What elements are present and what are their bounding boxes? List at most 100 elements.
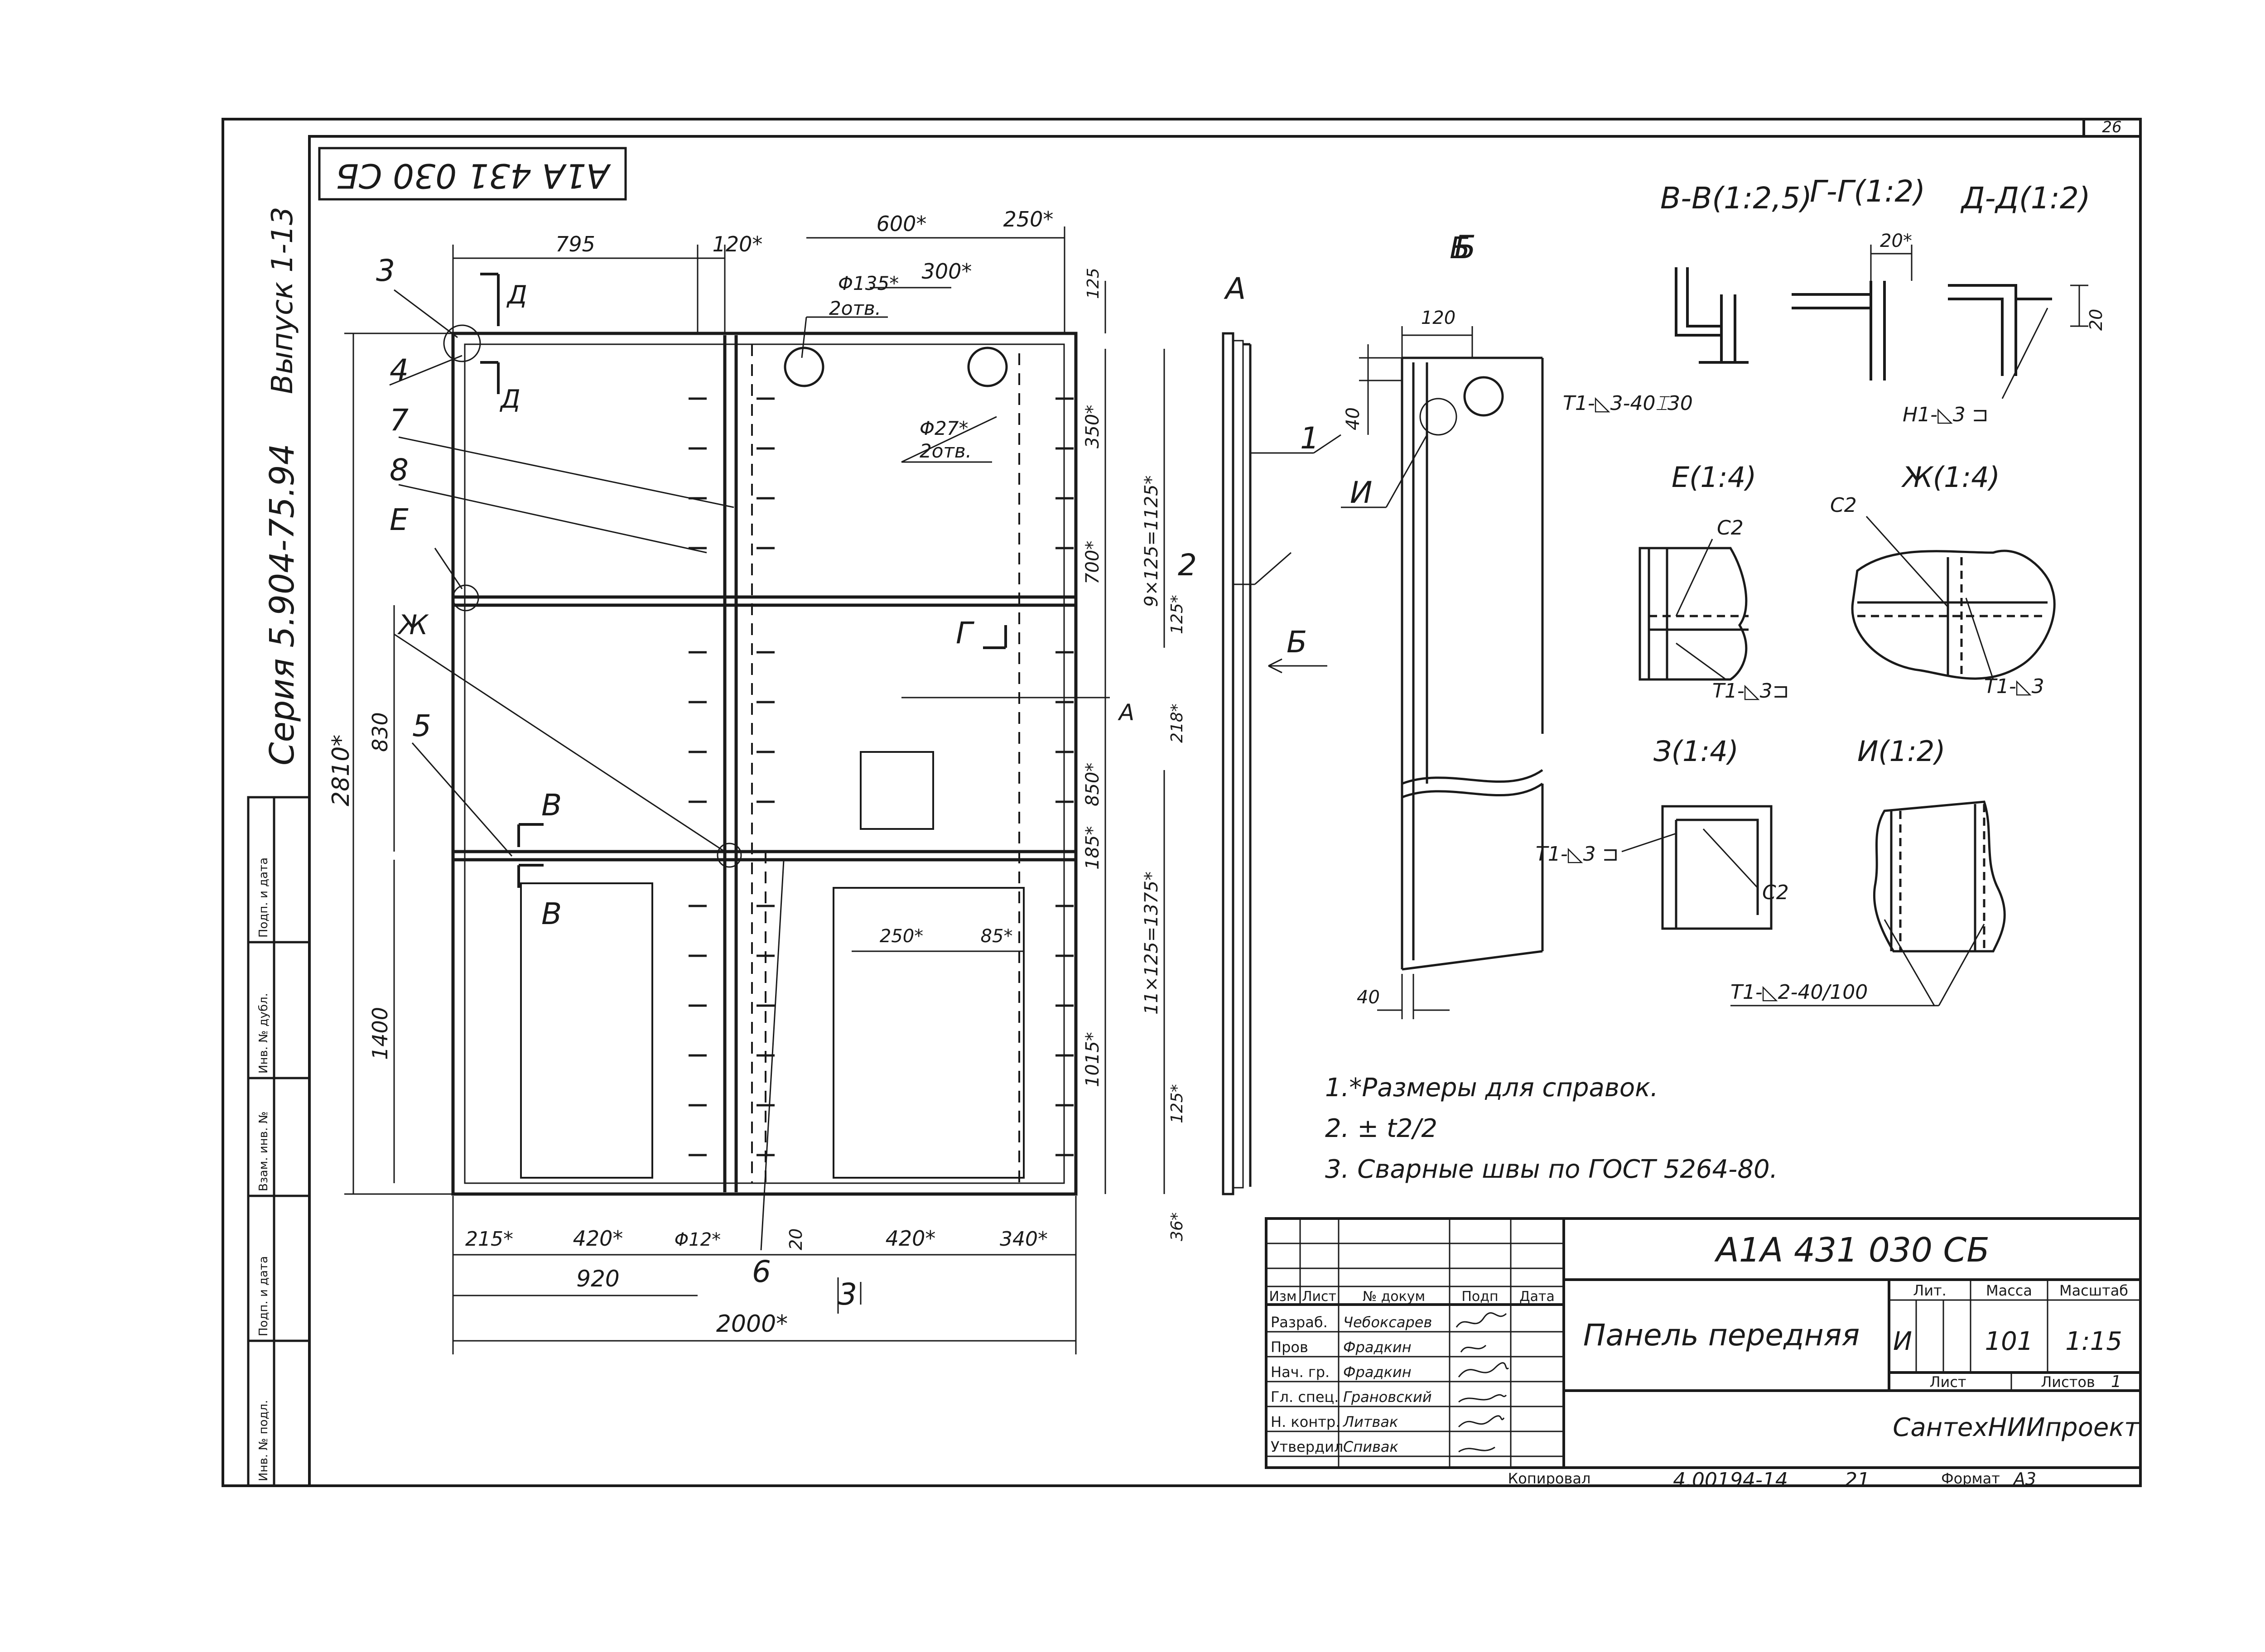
dim-36: 36* [1168, 1212, 1186, 1241]
dim-11x125: 11×125=1375* [1141, 872, 1162, 1015]
tb-format-label: Формат [1941, 1470, 2000, 1487]
callout-6: 6 [752, 1254, 771, 1289]
front-view: 795 120* 600* 250* 300* Φ135* 2отв. Φ27*… [328, 207, 1246, 1354]
dim-1400: 1400 [368, 1007, 392, 1060]
tb-role-1: Разраб. [1271, 1314, 1328, 1331]
weld-label-zh: Т1-◺3 [1984, 675, 2044, 698]
tb-sheets-label: Листов [2041, 1373, 2095, 1391]
tb-role-2: Пров [1271, 1339, 1308, 1356]
callout-G: Г [956, 616, 975, 650]
dim-700: 700* [1082, 541, 1103, 584]
tb-copied-label: Копировал [1508, 1470, 1591, 1487]
title-block-title: Панель передняя [1583, 1318, 1860, 1353]
inner-panels [520, 751, 1025, 1179]
side-view-callout-2: 2 [1178, 548, 1197, 583]
view-b-title: Б [1454, 229, 1476, 266]
callout-8: 8 [390, 453, 409, 487]
dim-420-b: 420* [886, 1226, 936, 1251]
stamp-cell-5: Инв. № подл. [257, 1400, 270, 1481]
note-2: 2. ± t2/2 [1325, 1114, 1437, 1143]
dim-20: 20 [786, 1228, 806, 1250]
dim-9x125: 9×125=1125* [1141, 475, 1162, 607]
weld-label-zh-c2: С2 [1830, 494, 1857, 517]
dim-215: 215* [465, 1228, 513, 1251]
side-stamp: Подп. и дата Инв. № дубл. Взам. инв. № П… [247, 796, 311, 1487]
tb-sheet-label: Лист [1929, 1373, 1966, 1391]
callout-5: 5 [412, 708, 431, 743]
stamp-cell-3: Взам. инв. № [257, 1111, 270, 1191]
dim-hole-135: Φ135* [838, 272, 899, 294]
callout-3-bottom: 3 [838, 1277, 857, 1312]
callout-V-2: В [541, 896, 562, 931]
tb-scale-value: 1:15 [2065, 1327, 2122, 1356]
dim-125-c: 125* [1168, 1084, 1186, 1123]
tb-role-4: Гл. спец. [1271, 1388, 1339, 1406]
tb-name-6: Спивак [1343, 1438, 1399, 1455]
tb-name-3: Фрадкин [1343, 1363, 1412, 1381]
side-view-callout-1: 1 [1300, 421, 1319, 456]
dim-185: 185* [1082, 826, 1103, 870]
weld-label-dd-dim: 20 [2086, 309, 2106, 331]
section-details: В-В(1:2,5) Г-Г(1:2) Д-Д(1:2) Т1-◺3-40⌶30… [1536, 174, 2106, 1007]
dim-300: 300* [922, 259, 972, 284]
dim-250-inner: 250* [880, 926, 923, 947]
notes: 1.*Размеры для справок. 2. ± t2/2 3. Сва… [1325, 1073, 1778, 1184]
callout-D-1: Д [506, 280, 527, 310]
dim-2000: 2000* [716, 1310, 788, 1338]
dim-125-a: 125 [1084, 268, 1103, 299]
note-1: 1.*Размеры для справок. [1325, 1073, 1658, 1103]
view-b-dim-120: 120 [1421, 308, 1455, 328]
rotated-drawing-code: А1А 431 030 СБ [336, 156, 611, 195]
section-title-gg: Г-Г(1:2) [1810, 174, 1925, 209]
callout-3: 3 [376, 253, 395, 288]
section-title-i: И(1:2) [1857, 735, 1946, 768]
dim-830: 830 [368, 712, 392, 752]
callout-D-2: Д [499, 385, 520, 414]
callout-V-1: В [541, 788, 562, 823]
view-b-callout-I: И [1350, 475, 1372, 510]
dim-hole-27-count: 2отв. [920, 440, 972, 462]
view-b: Б 120 40 40 И [1341, 229, 1544, 1019]
dim-340: 340* [1000, 1228, 1048, 1251]
tb-copied-extra: 21 [1845, 1469, 1870, 1492]
title-block: А1А 431 030 СБ Панель передняя Изм Лист … [1265, 1217, 2142, 1492]
dim-hole-135-count: 2отв. [829, 297, 881, 319]
leader-lines [389, 289, 997, 1314]
weld-label-i: Т1-◺2-40/100 [1730, 981, 1868, 1004]
dim-hole-27: Φ27* [920, 417, 969, 439]
tb-role-6: Утвердил [1271, 1438, 1343, 1455]
hole-circles [443, 324, 1008, 868]
weld-label-z-c2: С2 [1762, 881, 1789, 904]
callout-A-2: А [1118, 699, 1134, 726]
dim-600: 600* [877, 212, 927, 236]
view-b-dim-40-top: 40 [1343, 407, 1364, 430]
dim-125-b: 125* [1168, 595, 1186, 634]
note-3: 3. Сварные швы по ГОСТ 5264-80. [1325, 1155, 1778, 1184]
dim-218: 218* [1168, 703, 1186, 743]
tb-name-2: Фрадкин [1343, 1339, 1412, 1356]
view-b-dim-40-bottom: 40 [1357, 987, 1380, 1008]
weld-label-dd: Н1-◺3 ⊐ [1903, 403, 1989, 426]
weld-label-e: Т1-◺3⊐ [1712, 679, 1789, 703]
series-text: Серия 5.904-75.94 [263, 443, 302, 766]
dim-85: 85* [981, 926, 1013, 947]
section-title-e: Е(1:4) [1672, 461, 1756, 494]
section-title-vv: В-В(1:2,5) [1660, 181, 1812, 216]
dimension-lines [344, 226, 1165, 1354]
tb-sheets-value: 1 [2111, 1373, 2121, 1391]
section-title-z: З(1:4) [1653, 735, 1739, 768]
side-view-arrow-label: Б [1287, 625, 1307, 660]
tb-scale-label: Масштаб [2059, 1282, 2128, 1299]
stamp-cell-1: Подп. и дата [257, 857, 270, 938]
dim-hole-12: Φ12* [675, 1229, 721, 1250]
tb-format-value: А3 [2012, 1469, 2036, 1489]
weld-label-vv: Т1-◺3-40⌶30 [1563, 392, 1693, 415]
callout-4: 4 [390, 353, 409, 388]
weld-label-e-c2: С2 [1717, 516, 1744, 539]
dim-420-a: 420* [573, 1226, 623, 1251]
tb-lit-label: Лит. [1913, 1282, 1947, 1299]
stamp-cell-2: Инв. № дубл. [257, 993, 270, 1074]
dim-250-top: 250* [1003, 207, 1054, 231]
tb-head-sign: Подп [1461, 1289, 1498, 1305]
